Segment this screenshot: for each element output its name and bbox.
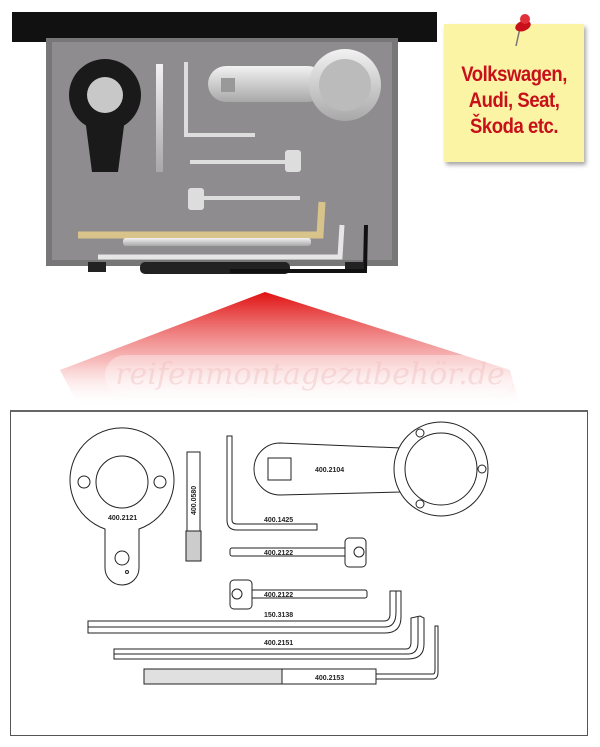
sticky-note: Volkswagen, Audi, Seat, Škoda etc.: [444, 24, 584, 162]
handle-key-tool: 400.2153: [143, 625, 439, 685]
pin-tool: 400.0580: [185, 451, 202, 562]
hex-key-mid: 400.2151: [113, 615, 425, 660]
tool-diagram: 400.2121 400.0580 400.1425 400.2104 400.…: [10, 410, 588, 736]
hex-key-long: 150.3138: [87, 590, 402, 634]
note-line: Audi, Seat,: [468, 89, 560, 112]
pushpin-icon: [515, 14, 531, 47]
watermark: reifenmontagezubehör.de: [105, 355, 515, 395]
label-key-long: 150.3138: [264, 612, 293, 619]
label-key-mid: 400.2151: [264, 640, 293, 647]
note-text: Volkswagen, Audi, Seat, Škoda etc.: [461, 62, 567, 140]
bolt-tool-top: 400.2122: [229, 537, 367, 568]
label-bolt-top: 400.2122: [264, 550, 293, 557]
l-key-tool: 400.1425: [226, 435, 318, 531]
bolt-tool-bottom: 400.2122: [229, 579, 368, 610]
label-disc: 400.2121: [108, 515, 137, 522]
note-line: Škoda etc.: [469, 115, 559, 138]
label-key-handle: 400.2153: [315, 675, 344, 682]
wrench-tool: 400.2104: [253, 421, 489, 517]
label-wrench: 400.2104: [315, 467, 344, 474]
tool-case-photo: [12, 12, 437, 274]
note-line: Volkswagen,: [461, 63, 567, 86]
label-pin: 400.0580: [191, 486, 198, 515]
disc-tool: 400.2121: [69, 427, 175, 586]
label-bolt-bottom: 400.2122: [264, 592, 293, 599]
label-lkey: 400.1425: [264, 517, 293, 524]
red-arrow: [60, 292, 520, 408]
case-lid: [12, 12, 437, 42]
